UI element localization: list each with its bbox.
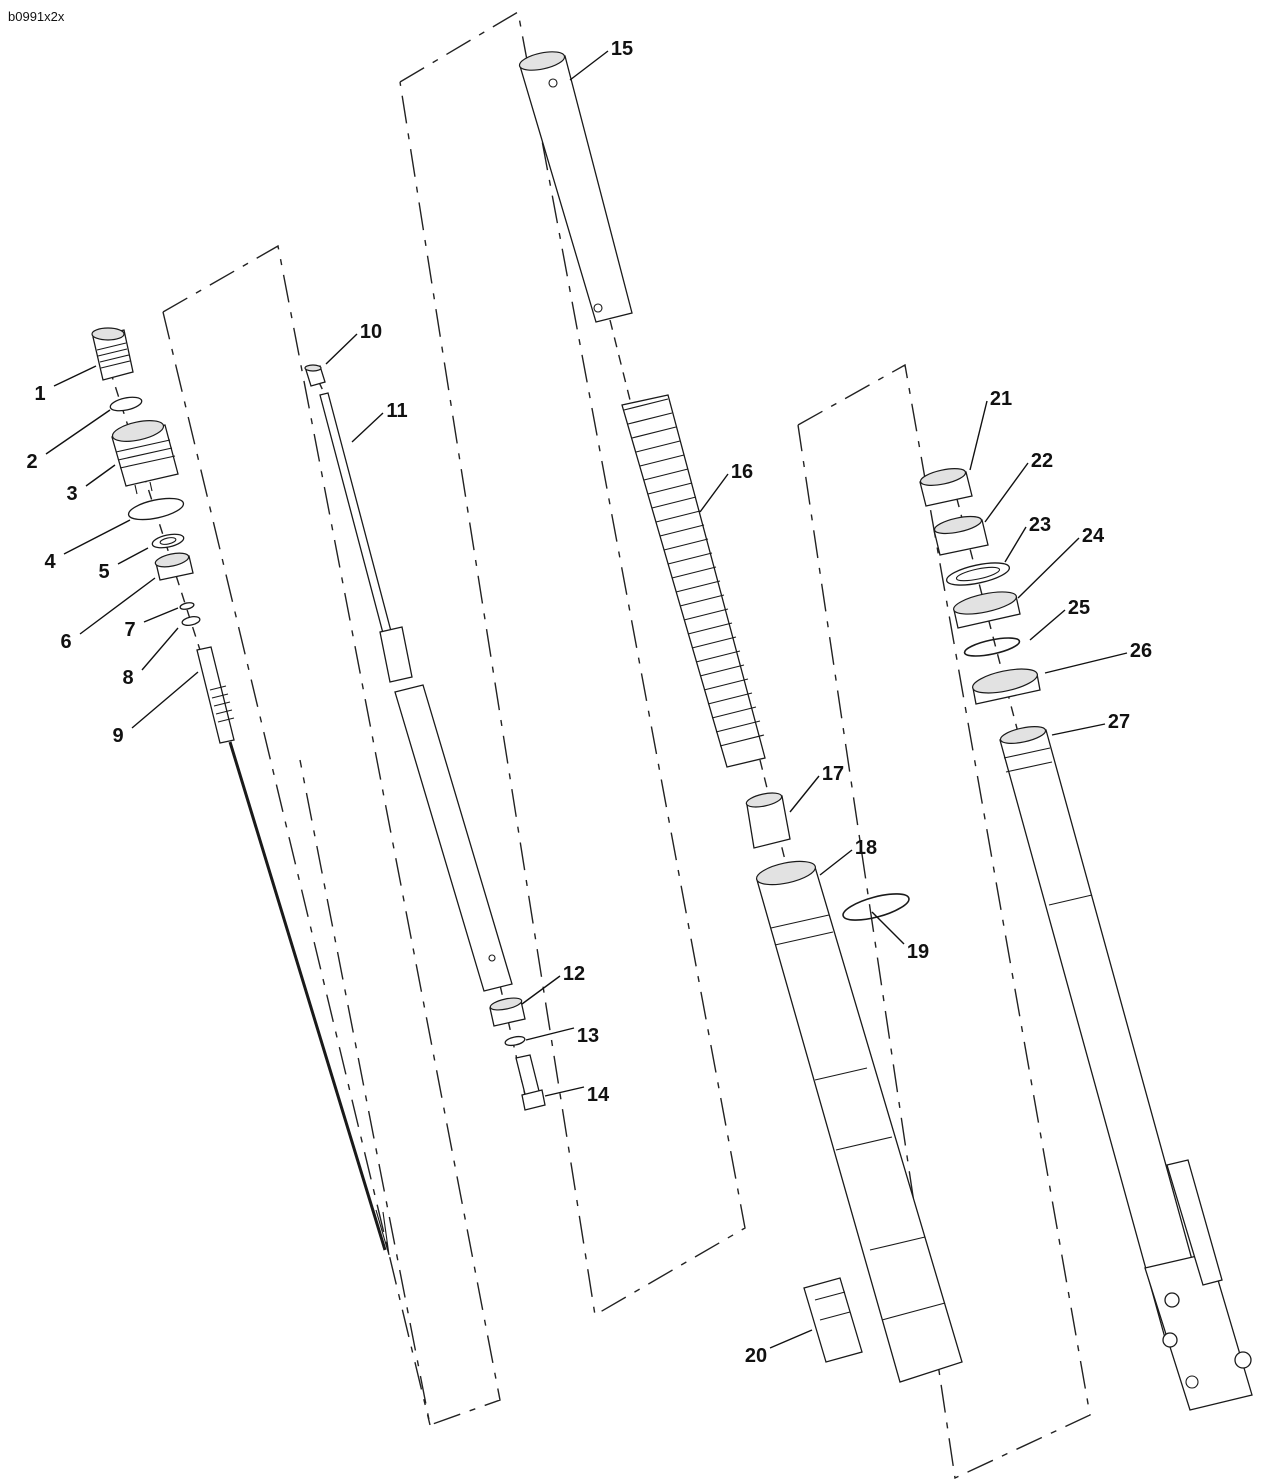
leader-line-2 — [45, 409, 111, 455]
part-19-circlip — [842, 893, 910, 921]
part-6-spacer — [154, 552, 194, 581]
part-22-bush — [933, 515, 989, 556]
callout-number-22: 22 — [1031, 450, 1053, 472]
drawing-reference: b0991x2x — [8, 9, 65, 24]
callout-number-24: 24 — [1082, 525, 1105, 547]
part-5-washer — [151, 533, 185, 549]
part-15-spacer-tube — [518, 51, 633, 323]
callout-number-14: 14 — [587, 1084, 610, 1106]
leader-line-22 — [984, 462, 1029, 523]
leader-line-6 — [79, 577, 156, 635]
part-10-nut — [304, 364, 326, 387]
part-9-adjuster-rod — [196, 646, 390, 1256]
callout-number-8: 8 — [122, 667, 133, 689]
leader-line-15 — [569, 50, 609, 81]
leader-line-16 — [699, 473, 729, 513]
callout-number-7: 7 — [124, 619, 135, 641]
leader-line-21 — [969, 400, 988, 471]
callout-number-12: 12 — [563, 963, 585, 985]
leader-line-17 — [789, 775, 820, 813]
part-13-washer — [504, 1035, 526, 1047]
part-4-o-ring — [127, 497, 185, 521]
leader-line-7 — [143, 607, 179, 623]
callout-number-6: 6 — [60, 631, 71, 653]
part-1-cap-bolt — [91, 327, 134, 381]
leader-line-27 — [1051, 723, 1106, 736]
leader-line-11 — [351, 412, 384, 443]
part-23-washer — [945, 562, 1011, 586]
callout-number-16: 16 — [731, 461, 753, 483]
callout-number-17: 17 — [822, 763, 844, 785]
part-7-o-ring — [179, 602, 195, 610]
assembly-frame-right — [797, 363, 1091, 1479]
part-8-washer — [181, 616, 201, 626]
part-21-bush — [919, 468, 973, 507]
callout-number-20: 20 — [745, 1345, 767, 1367]
callout-leaders — [45, 50, 1128, 1349]
assembly-frame-middle — [399, 10, 746, 1317]
part-20-protector-pad — [803, 1277, 863, 1363]
leader-line-23 — [1004, 526, 1027, 563]
leader-line-26 — [1044, 652, 1128, 674]
part-24-oil-seal — [953, 591, 1021, 629]
callout-number-26: 26 — [1130, 640, 1152, 662]
callout-number-3: 3 — [66, 483, 77, 505]
part-17-top-out-spring-seat — [745, 792, 791, 849]
leader-line-18 — [819, 849, 853, 876]
leader-line-9 — [131, 671, 199, 729]
callout-number-1: 1 — [34, 383, 45, 405]
part-2-o-ring — [109, 396, 143, 412]
part-25-circlip — [963, 637, 1021, 657]
callout-number-21: 21 — [990, 388, 1012, 410]
part-14-bolt — [515, 1054, 546, 1111]
callout-number-27: 27 — [1108, 711, 1130, 733]
leader-line-5 — [117, 547, 149, 565]
part-18-fork-tube — [755, 860, 963, 1383]
assembly-frame-left — [162, 244, 501, 1426]
callout-number-25: 25 — [1068, 597, 1090, 619]
leader-line-19 — [871, 911, 905, 945]
callout-number-18: 18 — [855, 837, 877, 859]
callout-number-9: 9 — [112, 725, 123, 747]
callout-number-2: 2 — [26, 451, 37, 473]
part-12-bush — [489, 997, 526, 1027]
leader-line-12 — [521, 975, 561, 1005]
callout-number-11: 11 — [386, 400, 407, 422]
callout-number-15: 15 — [611, 38, 633, 60]
part-3-top-cap — [111, 420, 179, 495]
leader-line-20 — [769, 1329, 813, 1349]
leader-line-13 — [525, 1027, 575, 1041]
part-16-fork-spring — [621, 394, 766, 768]
leader-line-10 — [325, 333, 358, 365]
part-26-dust-seal — [972, 668, 1041, 705]
callout-number-4: 4 — [44, 551, 56, 573]
callout-number-19: 19 — [907, 941, 929, 963]
leader-line-8 — [141, 627, 179, 671]
leader-line-14 — [544, 1086, 585, 1097]
leader-line-4 — [63, 519, 131, 555]
part-27-fork-leg — [999, 726, 1253, 1411]
callout-number-10: 10 — [360, 321, 382, 343]
leader-line-1 — [53, 365, 97, 387]
callout-number-13: 13 — [577, 1025, 599, 1047]
leader-line-24 — [1017, 537, 1080, 599]
part-11-damper-rod — [319, 392, 513, 992]
callout-number-23: 23 — [1029, 514, 1051, 536]
leader-line-3 — [85, 464, 116, 487]
callout-number-5: 5 — [98, 561, 109, 583]
leader-line-25 — [1029, 609, 1066, 641]
